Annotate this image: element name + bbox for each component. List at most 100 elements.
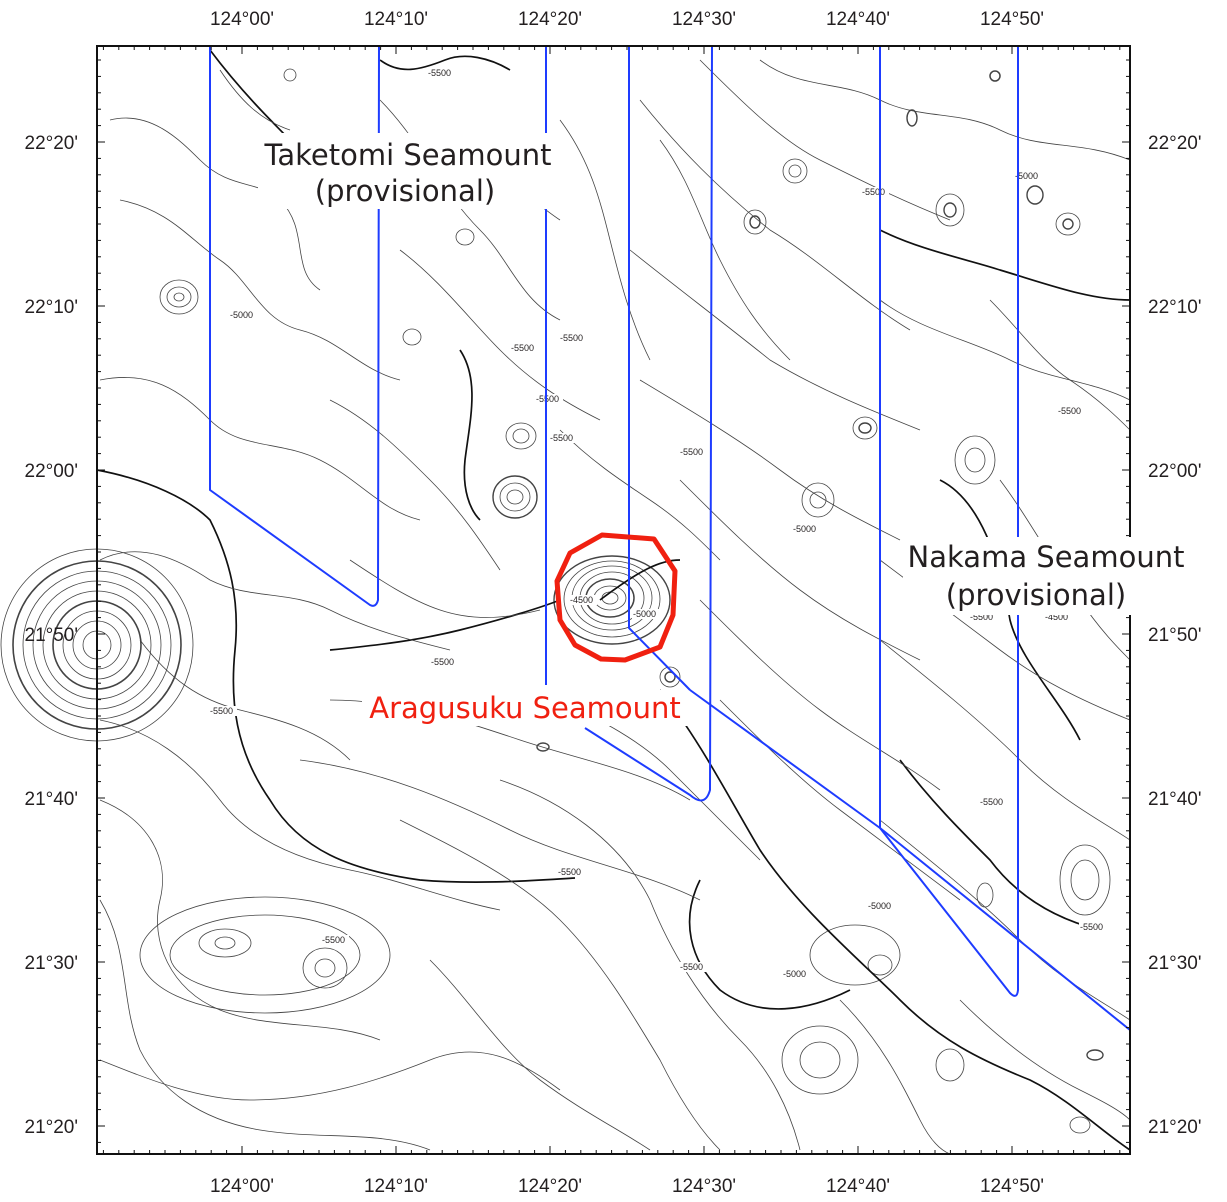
x-tick-label-bottom: 124°10' [364, 1176, 428, 1197]
x-tick-label-bottom: 124°20' [518, 1176, 582, 1197]
x-tick-label-top: 124°40' [826, 9, 890, 30]
contour-label-halo [979, 797, 1007, 807]
contour-depth-label: -5500 [210, 706, 233, 716]
contour-label-halo [321, 935, 349, 945]
contour-label-halo [569, 595, 597, 605]
y-tick-label-left: 21°20' [25, 1117, 79, 1138]
contour-lines [0, 49, 1131, 1155]
contour-label-halo [861, 187, 889, 197]
contour-depth-label: -5500 [322, 935, 345, 945]
contour-depth-label: -4500 [570, 595, 593, 605]
contour-label-halo [969, 612, 997, 622]
x-axis-bottom-labels: 124°00' 124°10' 124°20' 124°30' 124°40' … [210, 1176, 1044, 1197]
contour-label-halo [679, 962, 707, 972]
contour-label-halo [430, 657, 458, 667]
x-tick-label-bottom: 124°40' [826, 1176, 890, 1197]
contour-label-halo [1057, 406, 1085, 416]
contour-label-halo [229, 310, 257, 320]
aragusuku-seamount-label: Aragusuku Seamount [369, 691, 680, 725]
x-tick-label-top: 124°30' [672, 9, 736, 30]
taketomi-seamount-label: Taketomi Seamount [263, 138, 551, 172]
y-axis-left-labels: 22°20' 22°10' 22°00' 21°50' 21°40' 21°30… [25, 133, 79, 1138]
contour-depth-label: -5500 [980, 797, 1003, 807]
frame-tick-marks [97, 46, 1130, 1154]
y-tick-label-right: 22°10' [1148, 297, 1202, 318]
contour-label-halo [792, 524, 820, 534]
track-line-southeast [879, 46, 1019, 997]
x-tick-label-top: 124°50' [980, 9, 1044, 30]
contour-depth-label: -5500 [536, 394, 559, 404]
contour-label-halo [535, 394, 563, 404]
x-axis-top-labels: 124°00' 124°10' 124°20' 124°30' 124°40' … [210, 9, 1044, 30]
contour-depth-label: -5000 [230, 310, 253, 320]
small-seamount-contours [139, 68, 1111, 1134]
y-tick-label-left: 21°30' [25, 953, 79, 974]
y-tick-label-right: 21°30' [1148, 953, 1202, 974]
contour-depth-labels: -5500 -5000 -5500 -5500 -5500 -5500 -5500 -4500… [209, 68, 1107, 979]
track-line-west [209, 45, 380, 607]
y-tick-label-right: 21°50' [1148, 625, 1202, 646]
contour-depth-label: -5000 [1015, 171, 1038, 181]
contour-depth-label: -5500 [558, 867, 581, 877]
y-tick-label-left: 21°40' [25, 789, 79, 810]
track-line-far-east [879, 827, 1131, 1031]
taketomi-provisional-label: (provisional) [315, 174, 495, 208]
contour-label-halo [867, 901, 895, 911]
contour-depth-label: -5000 [783, 969, 806, 979]
y-tick-label-right: 22°00' [1148, 461, 1202, 482]
contour-label-halo [427, 68, 455, 78]
aragusuku-label-halo [362, 690, 688, 726]
aragusuku-highlight [554, 532, 678, 663]
y-axis-right-labels: 22°20' 22°10' 22°00' 21°50' 21°40' 21°30… [1148, 133, 1202, 1138]
contour-label-halo [1079, 922, 1107, 932]
contour-depth-label: -4500 [1045, 612, 1068, 622]
contour-label-halo [209, 706, 237, 716]
taketomi-label-halo [258, 133, 558, 209]
contour-depth-label: -5500 [680, 447, 703, 457]
contour-depth-label: -5500 [511, 343, 534, 353]
contour-label-halo [782, 969, 810, 979]
contour-depth-label: -5500 [560, 333, 583, 343]
feature-labels: Taketomi Seamount (provisional) Nakama S… [258, 133, 1188, 726]
y-tick-label-right: 21°20' [1148, 1117, 1202, 1138]
y-tick-label-left: 22°10' [25, 297, 79, 318]
contour-depth-label: -5500 [428, 68, 451, 78]
contour-label-halo [1044, 612, 1072, 622]
nakama-seamount-label: Nakama Seamount [908, 540, 1185, 574]
contour-depth-label: -5500 [431, 657, 454, 667]
x-tick-label-top: 124°00' [210, 9, 274, 30]
nakama-label-halo [903, 537, 1188, 615]
contour-label-halo [559, 333, 587, 343]
contour-label-halo [679, 447, 707, 457]
contour-label-halo [510, 343, 538, 353]
survey-track-lines [209, 45, 1131, 1031]
track-line-aragusuku [628, 46, 691, 691]
contour-label-halo [632, 609, 660, 619]
x-tick-label-top: 124°10' [364, 9, 428, 30]
y-tick-label-left: 22°20' [25, 133, 79, 154]
contour-depth-label: -5500 [680, 962, 703, 972]
x-tick-label-bottom: 124°00' [210, 1176, 274, 1197]
contour-depth-label: -5500 [1080, 922, 1103, 932]
nakama-provisional-label: (provisional) [946, 578, 1126, 612]
y-tick-label-right: 22°20' [1148, 133, 1202, 154]
x-tick-label-top: 124°20' [518, 9, 582, 30]
contour-depth-label: -5500 [970, 612, 993, 622]
contour-label-halo [1014, 171, 1042, 181]
x-tick-label-bottom: 124°50' [980, 1176, 1044, 1197]
contour-label-halo [557, 867, 585, 877]
x-tick-label-bottom: 124°30' [672, 1176, 736, 1197]
y-tick-label-right: 21°40' [1148, 789, 1202, 810]
contour-label-halo [549, 433, 577, 443]
contour-depth-label: -5000 [793, 524, 816, 534]
contour-depth-label: -5000 [633, 609, 656, 619]
y-tick-label-left: 21°50' [25, 625, 79, 646]
contour-depth-label: -5500 [1058, 406, 1081, 416]
contour-depth-label: -5000 [868, 901, 891, 911]
contour-depth-label: -5500 [550, 433, 573, 443]
aragusuku-contours [553, 555, 671, 645]
contour-depth-label: -5500 [862, 187, 885, 197]
track-line-south-diagonal [584, 45, 713, 802]
y-tick-label-left: 22°00' [25, 461, 79, 482]
